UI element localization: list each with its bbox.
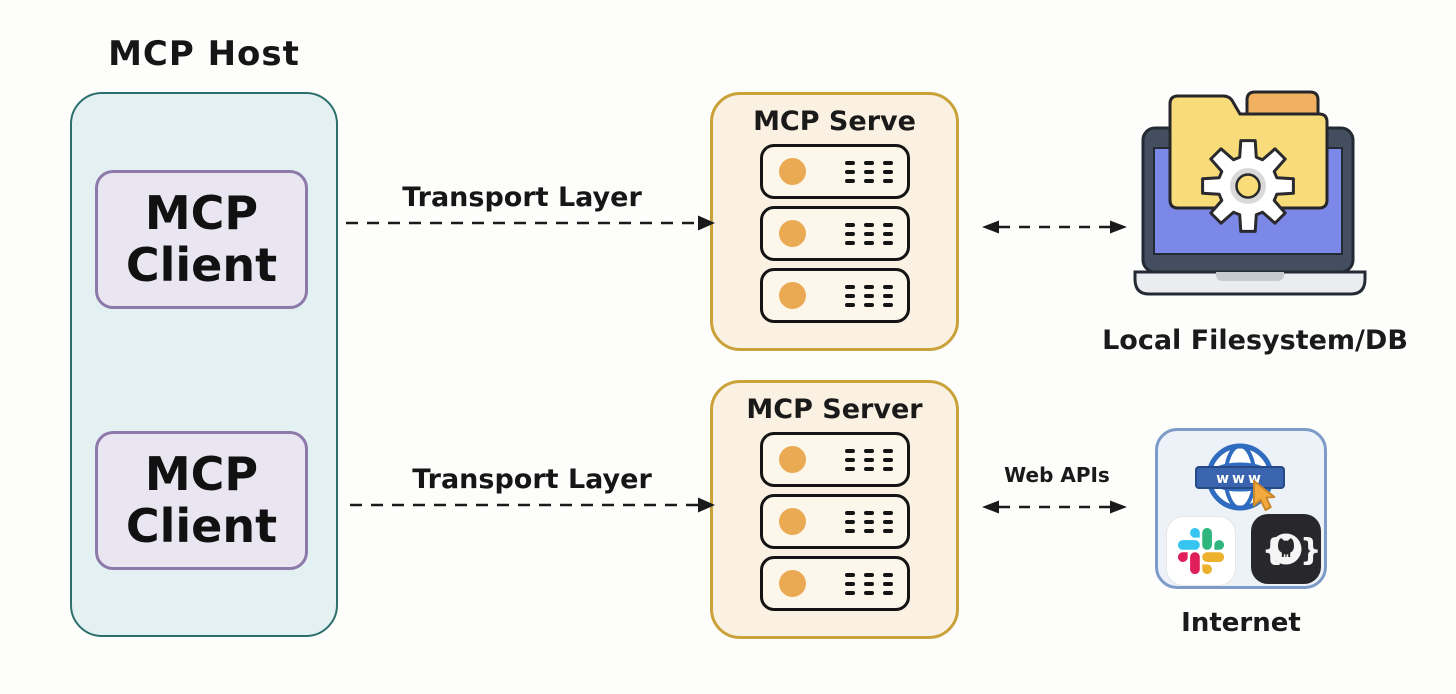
- rack-vents-icon: [844, 222, 893, 245]
- rack-vents-icon: [844, 572, 893, 595]
- rack-vents-icon: [844, 160, 893, 183]
- cursor-icon: [1252, 479, 1276, 512]
- server-rack-stack: [759, 144, 910, 323]
- server-rack-stack: [759, 432, 910, 611]
- transport-layer-label-bottom: Transport Layer: [412, 464, 652, 495]
- mcp-client-1-line2: Client: [125, 237, 278, 292]
- laptop-base: [1133, 270, 1367, 296]
- mcp-client-1-line1: MCP: [144, 185, 259, 240]
- rack-led-icon: [778, 508, 806, 535]
- github-icon: { }: [1251, 514, 1321, 584]
- transport-layer-label-top: Transport Layer: [402, 182, 642, 213]
- github-brace-right: }: [1300, 533, 1321, 568]
- slack-icon: [1166, 516, 1236, 586]
- www-text: www: [1216, 471, 1264, 487]
- mcp-server-title-top: MCP Serve: [753, 106, 916, 137]
- mcp-client-2-line1: MCP: [144, 446, 259, 501]
- server-rack: [759, 268, 910, 323]
- server-rack: [759, 494, 910, 549]
- server-rack: [759, 206, 910, 261]
- transport-arrow-top: [346, 215, 715, 231]
- rack-led-icon: [778, 570, 806, 597]
- mcp-client-2-line2: Client: [125, 498, 278, 553]
- filesystem-double-arrow: [982, 220, 1127, 234]
- server-rack: [759, 556, 910, 611]
- rack-led-icon: [778, 446, 806, 473]
- local-filesystem-label: Local Filesystem/DB: [1102, 325, 1408, 356]
- rack-led-icon: [778, 282, 806, 309]
- rack-vents-icon: [844, 510, 893, 533]
- globe-www-icon: www: [1195, 443, 1285, 512]
- transport-arrow-bottom: [350, 497, 715, 513]
- web-apis-double-arrow: [982, 500, 1127, 514]
- internet-label: Internet: [1181, 608, 1301, 638]
- mcp-server-box-top: MCP Serve: [710, 92, 959, 351]
- octocat-silhouette: [1278, 538, 1294, 557]
- server-rack: [759, 144, 910, 199]
- laptop-icon: [1133, 90, 1367, 296]
- mcp-server-title-bottom: MCP Server: [746, 394, 923, 425]
- mcp-client-box-1: MCP Client: [95, 170, 308, 309]
- mcp-server-box-bottom: MCP Server: [710, 380, 959, 639]
- web-apis-label: Web APIs: [1004, 463, 1110, 487]
- rack-vents-icon: [844, 448, 893, 471]
- mcp-client-box-2: MCP Client: [95, 431, 308, 570]
- rack-led-icon: [778, 158, 806, 185]
- server-rack: [759, 432, 910, 487]
- rack-led-icon: [778, 220, 806, 247]
- internet-box: www { }: [1155, 428, 1327, 589]
- mcp-host-title: MCP Host: [108, 34, 300, 74]
- gear-icon: [1201, 139, 1295, 233]
- rack-vents-icon: [844, 284, 893, 307]
